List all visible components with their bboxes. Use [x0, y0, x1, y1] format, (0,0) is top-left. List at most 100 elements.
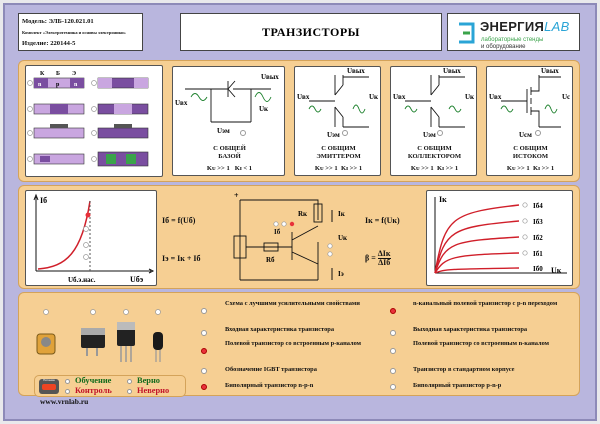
ce-uin: Uвх: [297, 93, 310, 101]
term-e: Э: [72, 71, 76, 77]
legend-dot-9[interactable]: [390, 368, 396, 374]
cc-ue: Uэм: [423, 131, 436, 139]
ib4-label: Iб4: [533, 202, 543, 210]
legend-dot-8[interactable]: [390, 348, 396, 354]
cc-uin: Uвх: [393, 93, 406, 101]
legend-box: Схема с лучшими усилительными свойствами…: [195, 296, 573, 392]
legend-dot-2[interactable]: [201, 330, 207, 336]
kit-label: Комплект «Электротехника и основы электр…: [22, 30, 126, 35]
layer-n1: n: [38, 82, 42, 88]
input-axis-y: Iб: [40, 196, 47, 205]
circuit-ib: Iб: [274, 228, 281, 236]
output-axis-y: Iк: [439, 195, 447, 204]
ib3-label: Iб3: [533, 218, 543, 226]
cs-uin: Uвх: [489, 93, 502, 101]
circuit-rb: Rб: [266, 256, 275, 264]
cc-uout: Uвых: [443, 67, 461, 75]
legend-dot-10[interactable]: [390, 384, 396, 390]
formula-input: Iб = f(Uб): [162, 216, 196, 225]
website-url: www.vrnlab.ru: [40, 397, 89, 406]
plus-sign: +: [234, 191, 239, 200]
mode-control-dot[interactable]: [65, 389, 70, 394]
page-title: ТРАНЗИСТОРЫ: [180, 13, 442, 51]
ce-gains: Kᴜ >> 1 Kɪ >> 1: [314, 165, 363, 172]
control-panel: Питание Обучение Контроль Верно Неверно: [34, 375, 186, 397]
legend-item-3: Полевой транзистор со встроенным р-канал…: [225, 340, 362, 347]
ib2-label: Iб2: [533, 234, 543, 242]
energy-logo-icon: [459, 22, 475, 44]
mode-learn-label[interactable]: Обучение: [75, 376, 112, 385]
legend-dot-7[interactable]: [390, 330, 396, 336]
cs-uc: Uс: [562, 93, 570, 101]
component-photos: [36, 309, 163, 362]
to220-photo: [117, 322, 135, 362]
cs-gains: Kᴜ >> 1 Kɪ >> 1: [506, 165, 555, 172]
result-ok-label: Верно: [137, 376, 160, 385]
formula-emitter: Iэ = Iк + Iб: [162, 254, 201, 263]
choice-dot-cb[interactable]: [240, 130, 246, 136]
circuit-rk: Rк: [298, 210, 308, 218]
legend-dot-4[interactable]: [201, 368, 207, 374]
result-bad-dot: [127, 389, 132, 394]
ce-schematic: Uвх Uвых Uк Uэм: [297, 67, 379, 139]
dpak-photo: [81, 328, 105, 356]
mode-learn-dot[interactable]: [65, 379, 70, 384]
amplifier-circuit-box: + Iб Rб Rк Iк Iэ Uк: [222, 190, 360, 286]
legend-dot-1[interactable]: [201, 308, 207, 314]
trimmer-photo: [36, 333, 56, 355]
legend-item-8: Полевой транзистор со встроенным n-канал…: [413, 340, 550, 347]
transistor-structures-diagram: К Б Э n p n: [27, 71, 149, 167]
legend-item-6: n-канальный полевой транзистор с p-n пер…: [413, 300, 558, 307]
cc-schematic: Uвх Uвых Uк Uэм: [393, 67, 475, 139]
cc-gains: Kᴜ >> 1 Kɪ >> 1: [410, 165, 459, 172]
legend-item-5: Биполярный транзистор n-p-n: [225, 382, 314, 389]
circuit-ie: Iэ: [338, 270, 344, 278]
logo: ЭНЕРГИЯLAB лабораторные стенды и оборудо…: [447, 13, 580, 51]
input-characteristic-graph: Iб Uбэ Uб.э.нас.: [33, 193, 155, 284]
input-threshold: Uб.э.нас.: [68, 276, 96, 284]
result-bad-label: Неверно: [137, 386, 170, 395]
cb-schematic: Uвх Uвых Uк Uэм: [175, 73, 279, 135]
choice-dot-cs[interactable]: [535, 130, 541, 136]
legend-dot-3[interactable]: [201, 348, 207, 354]
to92-photo: [153, 332, 163, 362]
legend-item-4: Обозначение IGBT транзистора: [225, 366, 317, 373]
choice-dot-ce[interactable]: [342, 130, 348, 136]
product-label: Изделие: 220144-5: [22, 40, 76, 47]
legend-item-7: Выходная характеристика транзистора: [413, 326, 528, 333]
cs-us: Uсм: [519, 131, 532, 139]
choice-dot-cc[interactable]: [437, 130, 443, 136]
cs-uout: Uвых: [541, 67, 559, 75]
power-label: Питание: [43, 378, 55, 382]
legend-item-2: Входная характеристика транзистора: [225, 326, 335, 333]
layer-p: p: [56, 82, 60, 88]
output-characteristic-box: Iк Uк Iб4 Iб3 Iб2 Iб1 Iб0: [426, 190, 573, 286]
formula-beta: β = ΔIк ΔIб: [365, 249, 391, 267]
term-k: К: [40, 71, 45, 77]
amplifier-schematic: + Iб Rб Rк Iк Iэ Uк: [233, 191, 348, 281]
output-characteristic-graph: Iк Uк Iб4 Iб3 Iб2 Iб1 Iб0: [434, 195, 567, 275]
input-characteristic-box: Iб Uбэ Uб.э.нас.: [25, 190, 157, 286]
layer-n2: n: [74, 82, 78, 88]
ce-uout: Uвых: [347, 67, 365, 75]
power-switch[interactable]: Питание: [39, 378, 59, 394]
cb-gains: Kᴜ >> 1 Kɪ < 1: [206, 165, 253, 172]
model-label: Модель: ЭЛБ-120.021.01: [22, 18, 94, 25]
cs-schematic: Uвх Uвых Uс Uсм: [489, 67, 570, 139]
structures-box: К Б Э n p n: [25, 65, 163, 177]
ce-ue: Uэм: [327, 131, 340, 139]
legend-dot-5[interactable]: [201, 384, 207, 390]
model-info: Модель: ЭЛБ-120.021.01 Комплект «Электро…: [18, 13, 143, 51]
legend-dot-6[interactable]: [390, 308, 396, 314]
mode-control-label[interactable]: Контроль: [75, 386, 112, 395]
formula-output: Iк = f(Uк): [365, 216, 400, 225]
components-box: [25, 296, 185, 370]
cb-uout: Uвых: [261, 73, 279, 81]
